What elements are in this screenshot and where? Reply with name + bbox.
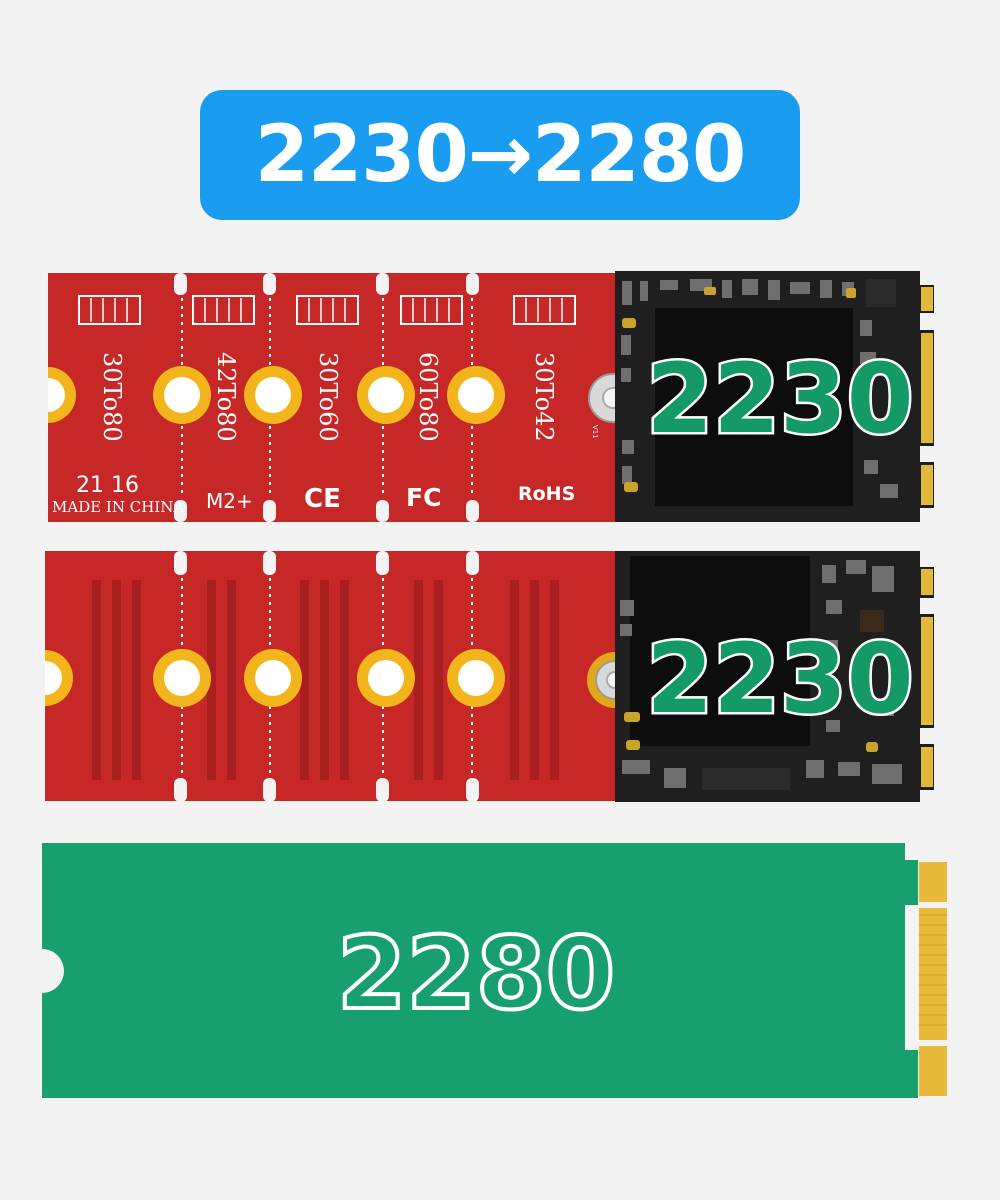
segment-label-2: 42To80: [212, 352, 240, 442]
made-in-text: MADE IN CHINA: [52, 498, 184, 516]
ssd-label-front: 2230: [646, 343, 913, 455]
ssd-2230-back: 2230: [615, 551, 934, 802]
extender-front-pcb: [48, 273, 615, 522]
board-2280-pcb: [42, 843, 918, 1098]
ssd-contacts-front: [921, 287, 933, 505]
extender-back: 2230: [45, 551, 934, 802]
back-traces: [92, 580, 559, 780]
rev-mark: V11: [591, 425, 599, 439]
break-notches-back: [174, 551, 479, 802]
date-code: 21 16: [76, 473, 139, 498]
segment-label-4: 60To80: [414, 352, 442, 442]
ssd-contacts-back: [921, 569, 933, 787]
ssd-label-back: 2230: [646, 623, 913, 735]
ce-mark: CE: [304, 484, 341, 514]
ssd-components: [621, 279, 898, 498]
m2-plus-mark: M2+: [206, 489, 253, 513]
ssd-back-pads-gold: [624, 712, 878, 752]
title-badge: 2230→2280: [200, 90, 800, 220]
segment-label-5: 30To42: [530, 352, 558, 442]
extender-front: 30To80 42To80 30To60 60To80 30To42 21 16…: [48, 271, 934, 522]
rohs-mark: RoHS: [518, 483, 575, 505]
segment-label-1: 30To80: [98, 352, 126, 442]
break-notches-front: [174, 273, 479, 522]
segment-label-3: 30To60: [314, 352, 342, 442]
title-text: 2230→2280: [254, 110, 747, 200]
extender-back-pcb: [45, 551, 615, 801]
ssd-pads-gold: [622, 287, 856, 492]
ssd-2230-front: 2230: [615, 271, 934, 522]
board-2280-contact-lines: [919, 914, 947, 1026]
ssd-controller-chip: [655, 308, 853, 506]
fc-mark: FC: [406, 483, 441, 512]
ssd-back-components: [620, 560, 902, 790]
board-2280-contacts: [919, 862, 947, 1096]
board-2280: 2280: [42, 843, 947, 1098]
break-lines-front: [181, 298, 473, 498]
jumper-pads-front: [78, 295, 576, 325]
board-2280-label: 2280: [337, 915, 615, 1032]
jumper-pad-ticks: [90, 298, 563, 322]
ssd-back-chip: [630, 556, 810, 746]
